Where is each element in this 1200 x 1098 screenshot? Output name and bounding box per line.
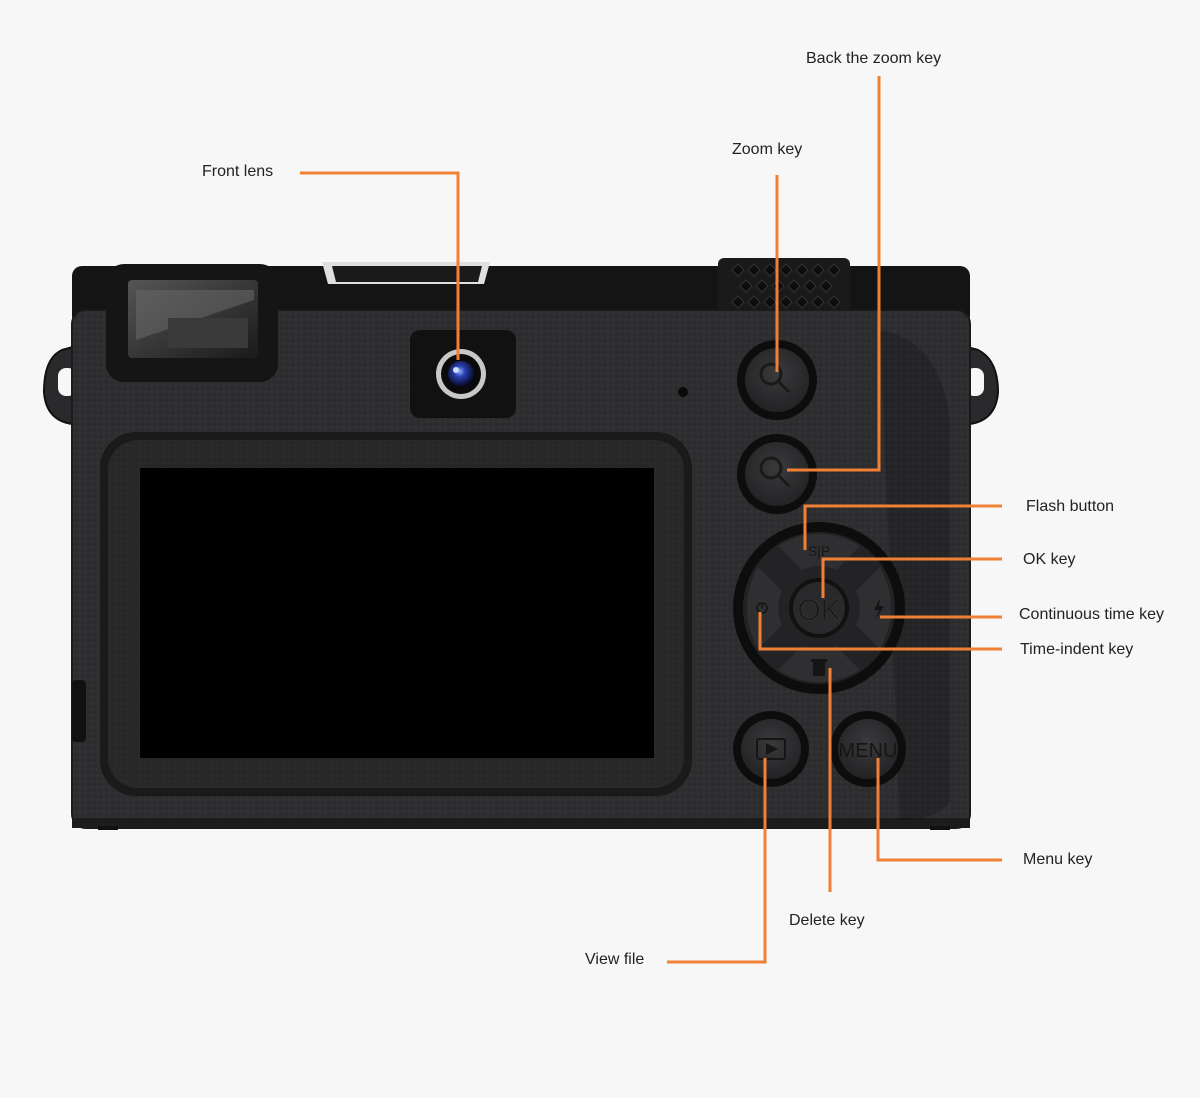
lcd-screen xyxy=(140,468,654,758)
callout-flash-label: Flash button xyxy=(1026,497,1114,517)
menu-button: MENU xyxy=(830,711,906,787)
zoom-out-button xyxy=(737,434,817,514)
trash-icon xyxy=(811,659,827,676)
callout-back-zoom-label: Back the zoom key xyxy=(806,49,941,69)
callout-ok-label: OK key xyxy=(1023,550,1075,570)
ok-button-label: OK xyxy=(797,594,840,627)
sp-button-label: S|P xyxy=(808,543,830,559)
callout-continuous-label: Continuous time key xyxy=(1019,605,1164,625)
callout-menu-label: Menu key xyxy=(1023,850,1092,870)
callout-delete-label: Delete key xyxy=(789,911,865,931)
callout-front-lens-label: Front lens xyxy=(202,162,273,182)
front-lens xyxy=(448,361,474,387)
callout-zoom-label: Zoom key xyxy=(732,140,802,160)
play-button xyxy=(733,711,809,787)
menu-button-label: MENU xyxy=(839,740,898,762)
callout-time-indent-label: Time-indent key xyxy=(1020,640,1133,660)
callout-view-file-label: View file xyxy=(585,950,644,970)
dpad: OK S|P xyxy=(733,522,905,694)
